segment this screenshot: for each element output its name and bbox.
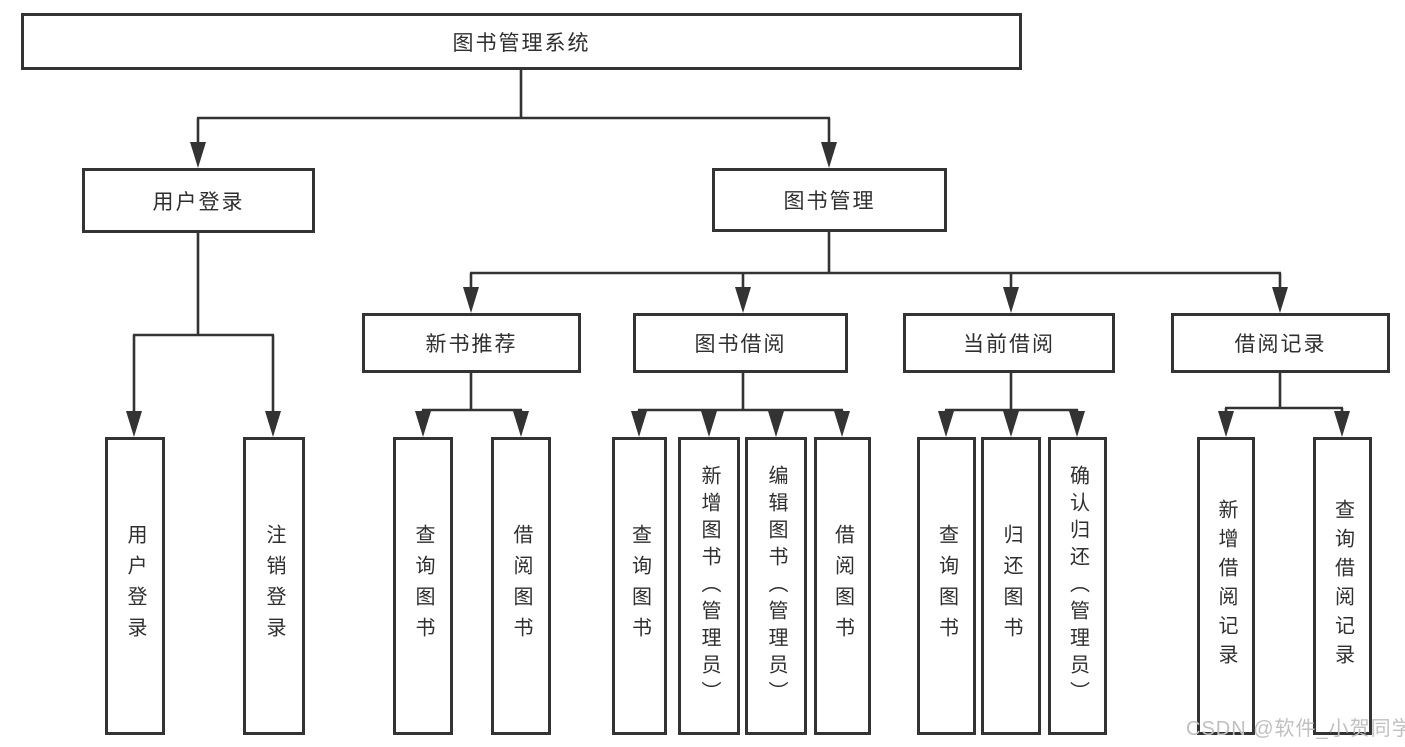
leaf-confirm-return-admin: 确认归还（管理员）	[1048, 437, 1107, 735]
leaf-add-borrow-record: 新增借阅记录	[1197, 437, 1255, 735]
leaf-query-borrow-record-label: 查询借阅记录	[1331, 499, 1354, 673]
node-new-book-recommend: 新书推荐	[362, 313, 581, 373]
node-borrow-record: 借阅记录	[1171, 313, 1390, 373]
node-book-borrow-label: 图书借阅	[694, 333, 787, 356]
node-book-borrow: 图书借阅	[633, 313, 848, 373]
connector-new-book-to-leaves	[415, 373, 529, 437]
node-user-login-label: 用户登录	[152, 190, 245, 214]
leaf-logout: 注销登录	[243, 437, 305, 735]
leaf-user-login: 用户登录	[105, 437, 165, 735]
leaf-add-book-admin-label: 新增图书（管理员）	[698, 464, 720, 708]
leaf-query-borrow-record: 查询借阅记录	[1313, 437, 1372, 735]
node-root-system-label: 图书管理系统	[452, 31, 591, 55]
node-user-login: 用户登录	[82, 168, 315, 233]
leaf-edit-book-admin: 编辑图书（管理员）	[745, 437, 807, 735]
leaf-borrow-book-1: 借阅图书	[491, 437, 551, 735]
leaf-query-book-2-label: 查询图书	[628, 524, 651, 648]
leaf-add-borrow-record-label: 新增借阅记录	[1215, 499, 1237, 673]
node-book-management: 图书管理	[712, 168, 947, 232]
leaf-query-book-3-label: 查询图书	[935, 524, 958, 648]
node-root-system: 图书管理系统	[21, 13, 1022, 70]
leaf-confirm-return-admin-label: 确认归还（管理员）	[1066, 464, 1089, 708]
connector-book-borrow-to-leaves	[631, 373, 850, 437]
connector-book-mgmt-to-level2	[463, 232, 1288, 313]
node-current-borrow: 当前借阅	[903, 313, 1115, 373]
leaf-edit-book-admin-label: 编辑图书（管理员）	[765, 464, 787, 708]
node-current-borrow-label: 当前借阅	[963, 333, 1055, 356]
node-borrow-record-label: 借阅记录	[1234, 333, 1327, 356]
leaf-logout-label: 注销登录	[263, 524, 285, 648]
connector-borrow-record-to-leaves	[1218, 373, 1350, 437]
leaf-query-book-1: 查询图书	[393, 437, 453, 735]
connector-user-login-to-leaves	[126, 233, 281, 437]
leaf-query-book-1-label: 查询图书	[412, 524, 434, 648]
leaf-add-book-admin: 新增图书（管理员）	[678, 437, 740, 735]
connector-root-to-level1	[190, 69, 837, 168]
leaf-return-book-label: 归还图书	[1000, 524, 1022, 648]
leaf-return-book: 归还图书	[981, 437, 1041, 735]
leaf-borrow-book-2-label: 借阅图书	[831, 524, 854, 648]
node-new-book-recommend-label: 新书推荐	[425, 333, 518, 356]
leaf-query-book-2: 查询图书	[612, 437, 667, 735]
leaf-borrow-book-2: 借阅图书	[814, 437, 871, 735]
csdn-watermark: CSDN @软件_小贺同学	[1186, 718, 1405, 740]
leaf-user-login-label: 用户登录	[124, 524, 146, 648]
leaf-query-book-3: 查询图书	[917, 437, 976, 735]
leaf-borrow-book-1-label: 借阅图书	[510, 524, 532, 648]
connector-current-borrow-to-leaves	[938, 373, 1085, 437]
node-book-management-label: 图书管理	[783, 190, 876, 213]
